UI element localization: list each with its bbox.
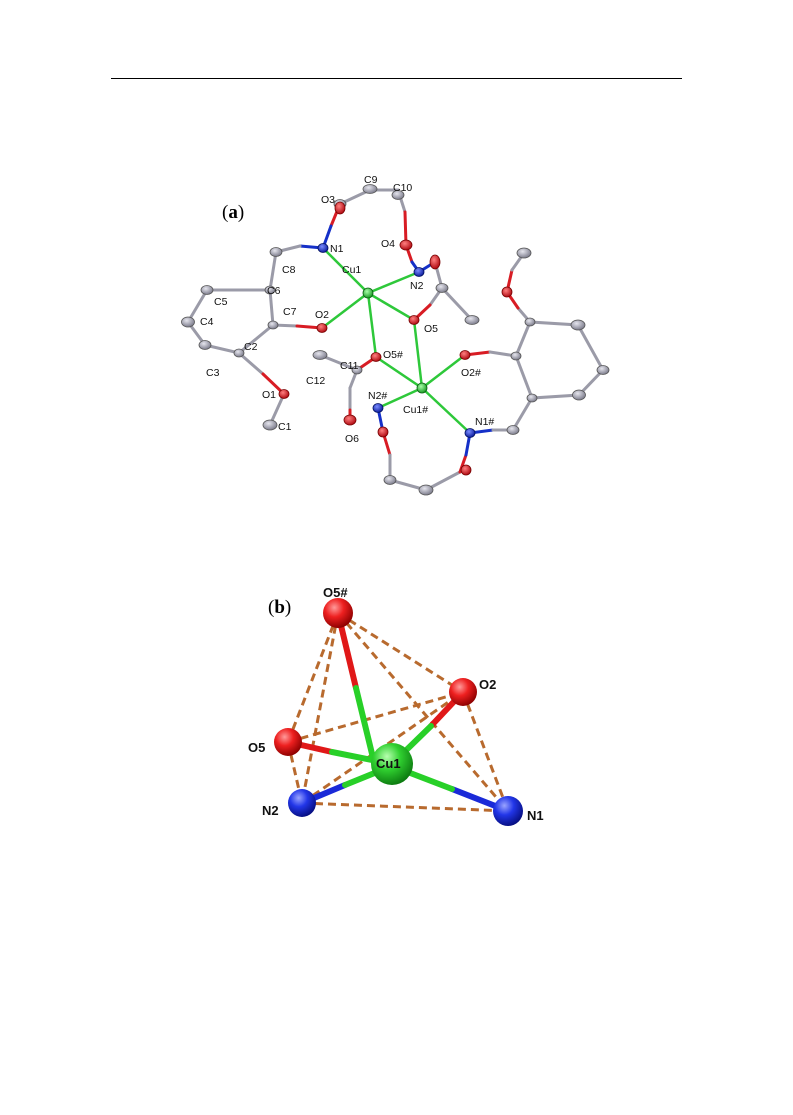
- label-n2h: N2#: [368, 390, 387, 402]
- atom-n1: [493, 796, 523, 826]
- label-o5: O5: [424, 323, 438, 335]
- label-o4: O4: [381, 238, 395, 250]
- label-c8: C8: [282, 264, 296, 276]
- label-c11: C11: [340, 360, 359, 372]
- label-c12: C12: [306, 375, 325, 387]
- label-c2: C2: [244, 341, 258, 353]
- panel-b-label: (b): [268, 597, 292, 618]
- label-n2: N2: [410, 280, 424, 292]
- label-o5h: O5#: [383, 349, 403, 361]
- label-o1: O1: [262, 389, 276, 401]
- panel-a-label: (a): [222, 202, 245, 223]
- label-c9: C9: [364, 174, 378, 186]
- label-o5h: O5#: [323, 585, 348, 600]
- label-c6: C6: [267, 285, 281, 297]
- label-n1h: N1#: [475, 416, 494, 428]
- copper-atoms: [362, 287, 428, 394]
- atom-o5: [274, 728, 302, 756]
- header-rule: [111, 78, 682, 79]
- atom-n2: [288, 789, 316, 817]
- label-o2h: O2#: [461, 367, 481, 379]
- label-cu1h: Cu1#: [403, 404, 428, 416]
- carbon-atoms: [181, 184, 610, 496]
- panel-a-atom-labels: O3 C9 C10 N1 O4 Cu1 N2 C8 C6 C5 C7 O2 O5…: [200, 174, 494, 445]
- label-n2: N2: [262, 803, 279, 818]
- label-o3: O3: [321, 194, 335, 206]
- label-c4: C4: [200, 316, 214, 328]
- label-c10: C10: [393, 182, 412, 194]
- panel-b-coordination-polyhedron: O5# O2 O5 Cu1 N2 N1: [248, 585, 544, 826]
- nitrogen-atoms: [317, 243, 476, 438]
- atom-cu1: [371, 743, 413, 785]
- atom-o2: [449, 678, 477, 706]
- oxygen-atoms: [278, 201, 513, 476]
- atom-o5h: [323, 598, 353, 628]
- label-n1: N1: [330, 243, 344, 255]
- label-c1: C1: [278, 421, 292, 433]
- label-o6: O6: [345, 433, 359, 445]
- label-c3: C3: [206, 367, 220, 379]
- label-o2: O2: [315, 309, 329, 321]
- label-cu1: Cu1: [376, 756, 401, 771]
- panel-a-molecular-structure: O3 C9 C10 N1 O4 Cu1 N2 C8 C6 C5 C7 O2 O5…: [181, 174, 610, 496]
- label-n1: N1: [527, 808, 544, 823]
- label-c5: C5: [214, 296, 228, 308]
- label-o2: O2: [479, 677, 496, 692]
- label-o5: O5: [248, 740, 265, 755]
- label-c7: C7: [283, 306, 297, 318]
- label-cu1: Cu1: [342, 264, 361, 276]
